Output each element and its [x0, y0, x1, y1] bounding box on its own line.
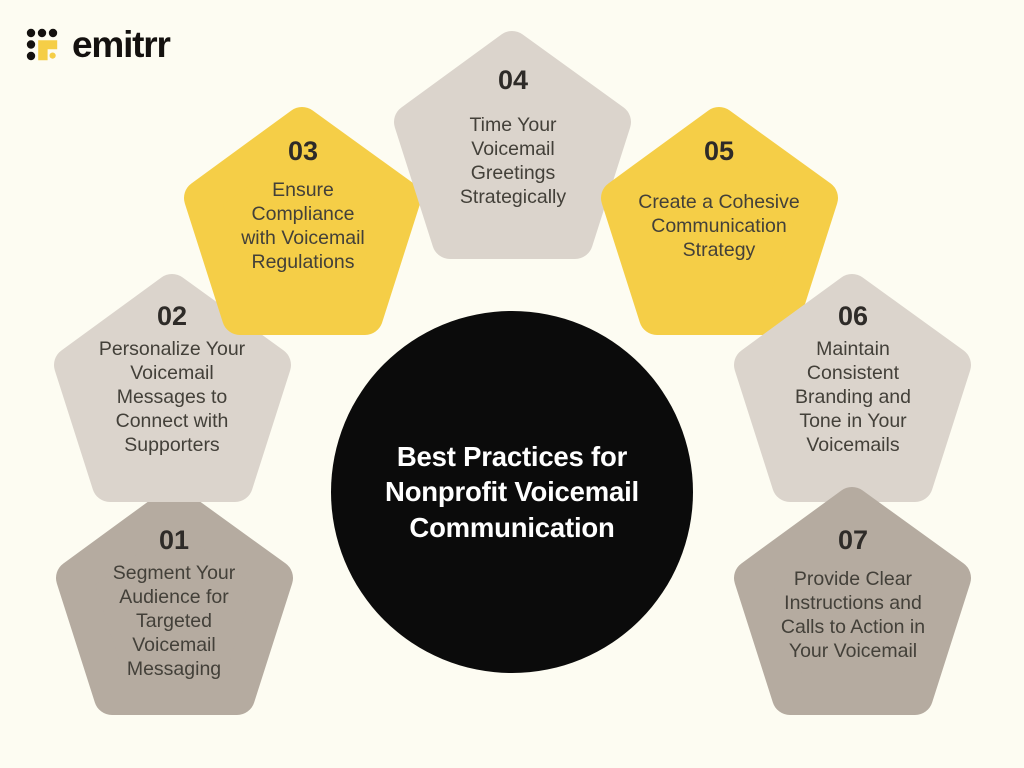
pentagon-shape-05[interactable]	[601, 107, 838, 335]
step-node-03[interactable]: 03 Ensure Compliance with Voicemail Regu…	[192, 138, 414, 275]
step-text-02: Personalize Your Voicemail Messages to C…	[98, 338, 246, 456]
step-number-03: 03	[287, 136, 319, 166]
step-number-07: 07	[837, 525, 869, 555]
step-text-06: Maintain Consistent Branding and Tone in…	[794, 338, 911, 456]
step-text-05: Create a Cohesive Communication Strategy	[638, 191, 800, 261]
brand-logo: emitrr	[26, 24, 171, 65]
pentagon-shape-04[interactable]	[394, 31, 631, 259]
center-hub: Best Practices for Nonprofit Voicemail C…	[331, 311, 693, 673]
step-node-01[interactable]: 01 Segment Your Audience for Targeted Vo…	[64, 527, 284, 682]
pentagon-shape-06[interactable]	[734, 274, 971, 502]
pentagon-shape-07[interactable]	[734, 487, 971, 715]
step-number-01: 01	[158, 525, 190, 555]
emitrr-dot-matrix-logo-icon	[26, 28, 58, 60]
step-node-07[interactable]: 07 Provide Clear Instructions and Calls …	[742, 527, 964, 664]
step-node-04[interactable]: 04 Time Your Voicemail Greetings Strateg…	[402, 67, 624, 210]
step-node-05[interactable]: 05 Create a Cohesive Communication Strat…	[607, 138, 831, 263]
step-node-02[interactable]: 02 Personalize Your Voicemail Messages t…	[62, 303, 282, 458]
pentagon-shape-01[interactable]	[56, 487, 293, 715]
step-text-04: Time Your Voicemail Greetings Strategica…	[459, 114, 567, 208]
step-number-05: 05	[703, 136, 735, 166]
step-number-02: 02	[156, 301, 188, 331]
step-number-04: 04	[497, 65, 529, 95]
step-text-03: Ensure Compliance with Voicemail Regulat…	[241, 179, 365, 273]
step-text-01: Segment Your Audience for Targeted Voice…	[112, 562, 236, 680]
pentagon-shape-02[interactable]	[54, 274, 291, 502]
step-number-06: 06	[837, 301, 869, 331]
step-node-06[interactable]: 06 Maintain Consistent Branding and Tone…	[742, 303, 964, 458]
pentagon-shape-03[interactable]	[184, 107, 421, 335]
center-title: Best Practices for Nonprofit Voicemail C…	[385, 441, 639, 543]
brand-name: emitrr	[72, 24, 171, 65]
step-text-07: Provide Clear Instructions and Calls to …	[780, 568, 926, 662]
